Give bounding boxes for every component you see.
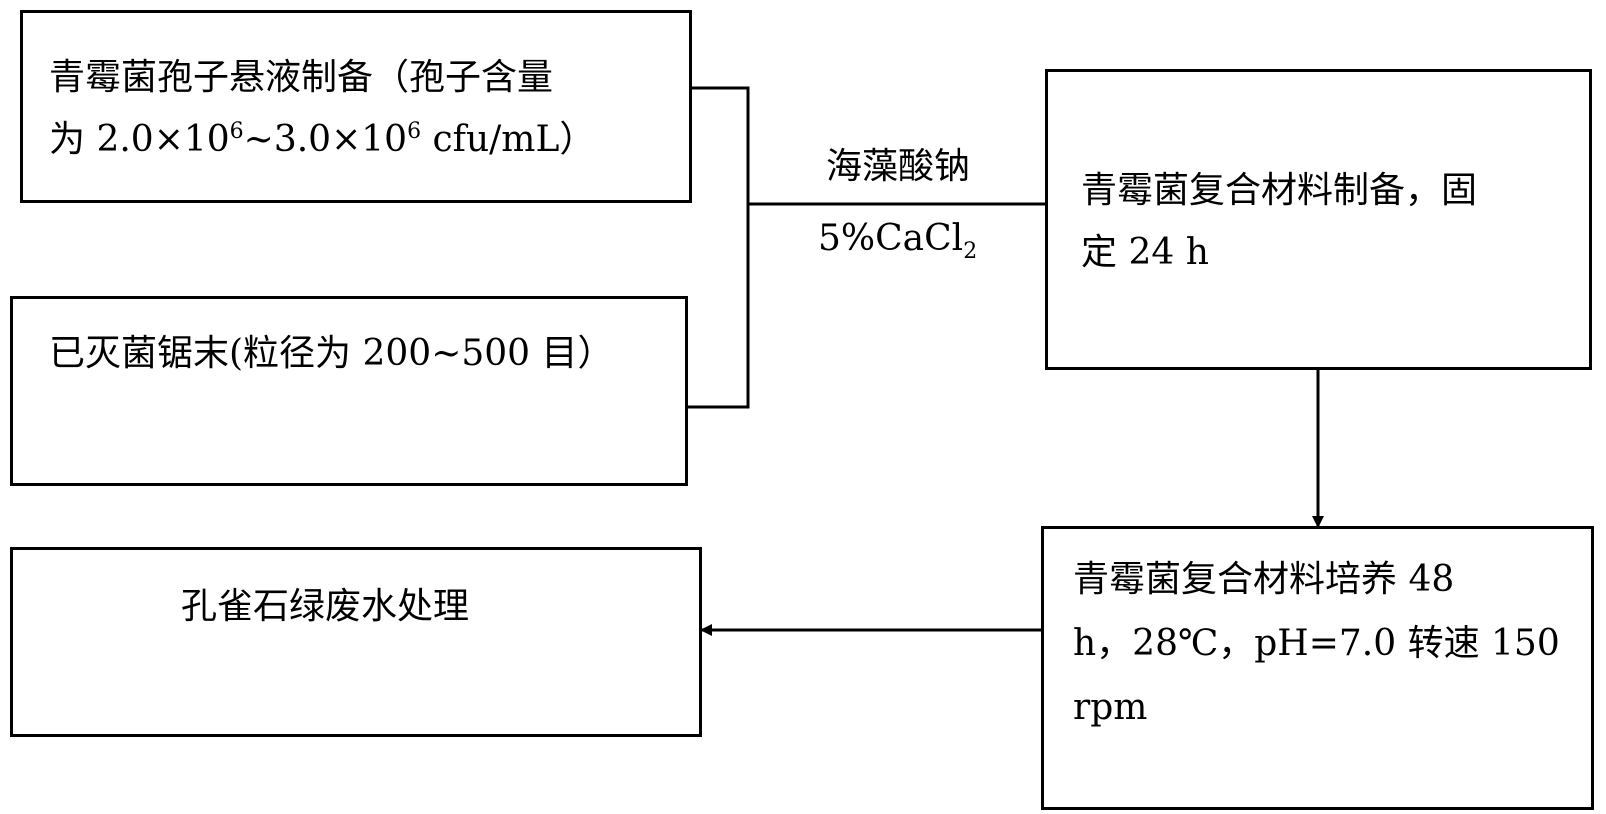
reagent-cacl2-subscript: 2 (963, 239, 978, 265)
reagent-label-alginate: 海藻酸钠 (826, 146, 971, 187)
reagent-cacl2-main: 5%CaCl (818, 218, 964, 259)
input-bracket (687, 86, 750, 409)
sawdust-box: 已灭菌锯末(粒径为 200~500 目） (10, 296, 688, 486)
composite-culture-line3: rpm (1073, 687, 1148, 728)
composite-culture-box: 青霉菌复合材料培养 48 h，28℃，pH=7.0 转速 150 rpm (1041, 526, 1594, 810)
composite-culture-line1: 青霉菌复合材料培养 48 (1073, 559, 1455, 600)
sawdust-label: 已灭菌锯末(粒径为 200~500 目） (49, 333, 614, 374)
spore-suspension-line2: 为 2.0×106~3.0×106 cfu/mL） (49, 109, 595, 171)
reagent-label-cacl2: 5%CaCl2 (818, 208, 977, 270)
composite-preparation-line1: 青霉菌复合材料制备，固 (1081, 170, 1478, 211)
spore-suspension-prefix: 为 2.0×10 (49, 119, 230, 160)
spore-suspension-mid: ~3.0×10 (243, 119, 408, 160)
spore-suspension-suffix: cfu/mL） (421, 119, 596, 160)
composite-preparation-line2: 定 24 h (1081, 232, 1209, 273)
spore-suspension-exponent-2: 6 (407, 119, 422, 144)
composite-preparation-box: 青霉菌复合材料制备，固 定 24 h (1045, 69, 1592, 370)
wastewater-treatment-label: 孔雀石绿废水处理 (181, 586, 470, 627)
spore-suspension-exponent-1: 6 (229, 119, 244, 144)
spore-suspension-box: 青霉菌孢子悬液制备（孢子含量 为 2.0×106~3.0×106 cfu/mL） (20, 10, 692, 203)
spore-suspension-line1: 青霉菌孢子悬液制备（孢子含量 (49, 57, 554, 98)
wastewater-treatment-box: 孔雀石绿废水处理 (10, 547, 702, 737)
composite-culture-line2: h，28℃，pH=7.0 转速 150 (1073, 623, 1560, 664)
